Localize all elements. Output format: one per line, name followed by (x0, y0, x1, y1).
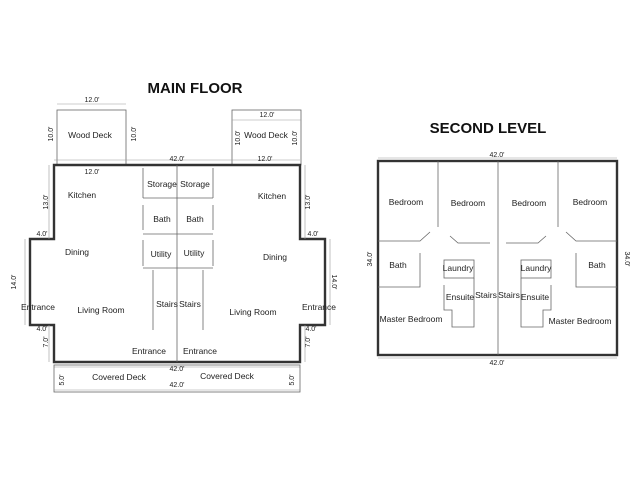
wood-deck-left-label: Wood Deck (68, 130, 113, 140)
laundry-left-label: Laundry (443, 263, 474, 273)
dining-left-label: Dining (65, 247, 89, 257)
dim-main-left-7: 7.0' (43, 336, 50, 347)
dim-main-left-4-top: 4.0' (36, 231, 47, 238)
living-room-left-label: Living Room (77, 305, 124, 315)
dim-covered-left-5: 5.0' (59, 374, 66, 385)
dim-second-bottom-total: 42.0' (490, 360, 505, 367)
master-bedroom-right-label: Master Bedroom (549, 316, 612, 326)
bedroom-3-label: Bedroom (512, 198, 547, 208)
dining-right-label: Dining (263, 252, 287, 262)
dim-main-right-7: 7.0' (305, 336, 312, 347)
dim-deck-right-width: 12.0' (260, 112, 275, 119)
dim-deck-left-width: 12.0' (85, 97, 100, 104)
hall-right-top-wall (506, 235, 547, 244)
bedroom-1-label: Bedroom (389, 197, 424, 207)
storage-left-label: Storage (147, 179, 177, 189)
master-bedroom-left-label: Master Bedroom (380, 314, 443, 324)
dim-main-left-14: 14.0' (11, 275, 18, 290)
ensuite-right-label: Ensuite (521, 292, 550, 302)
stairs-left-label: Stairs (156, 299, 178, 309)
bath-right-upper-label: Bath (588, 260, 606, 270)
entrance-side-left-label: Entrance (21, 302, 55, 312)
covered-deck-left-label: Covered Deck (92, 372, 147, 382)
bath-right-label: Bath (186, 214, 204, 224)
stairs-right-label: Stairs (179, 299, 201, 309)
main-floor-title: MAIN FLOOR (148, 80, 243, 97)
laundry-right-outline (520, 259, 552, 279)
laundry-right-label: Laundry (521, 263, 552, 273)
bath-left-wall (378, 253, 421, 288)
dim-deck-right-depth-b: 10.0' (292, 131, 299, 146)
dim-main-left-13: 13.0' (43, 195, 50, 210)
bedroom-right-bottom-wall (565, 231, 617, 242)
dim-second-left-34: 34.0' (367, 252, 374, 267)
dim-main-right-13: 13.0' (305, 195, 312, 210)
living-room-right-label: Living Room (229, 307, 276, 317)
covered-deck-right-label: Covered Deck (200, 371, 255, 381)
kitchen-right-label: Kitchen (258, 191, 287, 201)
laundry-left-outline (443, 259, 475, 279)
covered-deck-outline (53, 364, 301, 393)
ensuite-right-wall (520, 278, 552, 328)
second-level-outline (376, 159, 619, 357)
dim-covered-right-5: 5.0' (289, 374, 296, 385)
entrance-side-right-label: Entrance (302, 302, 336, 312)
hall-left-top-wall (449, 235, 490, 244)
bath-right-wall (575, 253, 617, 288)
ensuite-left-wall (443, 278, 475, 328)
main-floor-outline (28, 163, 327, 364)
dim-main-top-total: 42.0' (170, 156, 185, 163)
utility-right-label: Utility (184, 248, 206, 258)
stairs-right-upper-label: Stairs (498, 290, 520, 300)
dim-main-bottom-total: 42.0' (170, 366, 185, 373)
dim-main-top-seg-left: 12.0' (85, 169, 100, 176)
dim-covered-total: 42.0' (170, 382, 185, 389)
kitchen-left-label: Kitchen (68, 190, 97, 200)
wood-deck-right-label: Wood Deck (244, 130, 289, 140)
dim-second-right-34: 34.0' (623, 252, 630, 267)
storage-right-label: Storage (180, 179, 210, 189)
second-level-title: SECOND LEVEL (430, 120, 547, 137)
ensuite-left-label: Ensuite (446, 292, 475, 302)
bath-left-label: Bath (153, 214, 171, 224)
dim-second-top-total: 42.0' (490, 152, 505, 159)
utility-left-label: Utility (151, 249, 173, 259)
dim-main-top-seg-right: 12.0' (258, 156, 273, 163)
dim-deck-left-depth-a: 10.0' (48, 127, 55, 142)
dim-main-right-4-top: 4.0' (307, 231, 318, 238)
entrance-front-right-label: Entrance (183, 346, 217, 356)
bath-left-upper-label: Bath (389, 260, 407, 270)
bedroom-left-bottom-wall (378, 231, 431, 242)
stairs-left-upper-label: Stairs (475, 290, 497, 300)
dim-deck-right-depth-a: 10.0' (235, 131, 242, 146)
bedroom-4-label: Bedroom (573, 197, 608, 207)
bedroom-2-label: Bedroom (451, 198, 486, 208)
entrance-front-left-label: Entrance (132, 346, 166, 356)
dim-main-right-4-bottom: 4.0' (305, 326, 316, 333)
dim-main-right-14: 14.0' (330, 275, 337, 290)
dim-main-left-4-bottom: 4.0' (36, 326, 47, 333)
dim-deck-left-depth-b: 10.0' (131, 127, 138, 142)
